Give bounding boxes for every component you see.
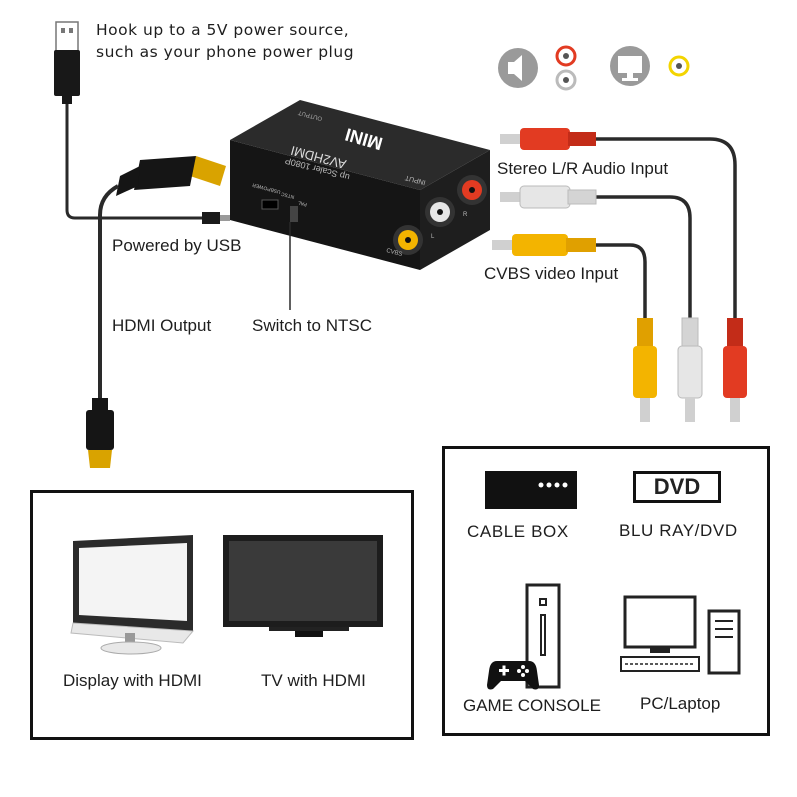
sources-panel: DVD CABLE BOX BLU RAY/DVD GAME CONSOLE P… bbox=[442, 446, 770, 736]
power-note-line2: such as your phone power plug bbox=[96, 43, 355, 61]
converter-device-icon bbox=[230, 100, 490, 270]
pc-laptop-icon bbox=[620, 595, 741, 675]
dvd-caption: BLU RAY/DVD bbox=[619, 521, 738, 540]
pc-caption: PC/Laptop bbox=[640, 694, 721, 713]
hdmi-tv-icon bbox=[223, 535, 383, 637]
rca-plug-white-bottom bbox=[677, 317, 703, 422]
device-l-label: L bbox=[431, 234, 435, 240]
switch-ntsc-label: Switch to NTSC bbox=[252, 316, 372, 335]
cable-box-caption: CABLE BOX bbox=[467, 522, 569, 541]
monitor-icon bbox=[610, 46, 650, 86]
rca-plug-yellow-top bbox=[492, 234, 596, 256]
hdmi-monitor-icon bbox=[70, 535, 195, 655]
game-console-icon bbox=[487, 583, 561, 690]
hdmi-plug-bottom-icon bbox=[86, 398, 114, 468]
rca-plug-white-top bbox=[500, 185, 597, 209]
audio-rca-icon bbox=[555, 45, 577, 91]
cvbs-video-label: CVBS video Input bbox=[484, 264, 619, 283]
rca-plug-red-bottom bbox=[723, 318, 747, 422]
hdmi-output-label: HDMI Output bbox=[112, 316, 212, 335]
power-note-line1: Hook up to a 5V power source, bbox=[96, 21, 350, 39]
dvd-badge: DVD bbox=[633, 471, 721, 503]
hdmi-plug-top-icon bbox=[116, 156, 226, 196]
displays-panel: Display with HDMI TV with HDMI bbox=[30, 490, 414, 740]
game-console-caption: GAME CONSOLE bbox=[463, 696, 601, 715]
rca-plug-yellow-bottom bbox=[633, 318, 657, 422]
rca-plug-red-top bbox=[500, 128, 596, 150]
monitor-caption: Display with HDMI bbox=[63, 671, 202, 690]
speaker-icon bbox=[498, 48, 538, 88]
tv-caption: TV with HDMI bbox=[261, 671, 366, 690]
usb-plug-icon bbox=[54, 21, 80, 104]
video-rca-icon bbox=[668, 55, 690, 77]
powered-by-usb-label: Powered by USB bbox=[112, 236, 242, 255]
stereo-audio-label: Stereo L/R Audio Input bbox=[497, 159, 669, 178]
micro-usb-plug-icon bbox=[202, 212, 230, 224]
cable-box-icon bbox=[485, 471, 577, 509]
device-r-label: R bbox=[463, 212, 468, 218]
